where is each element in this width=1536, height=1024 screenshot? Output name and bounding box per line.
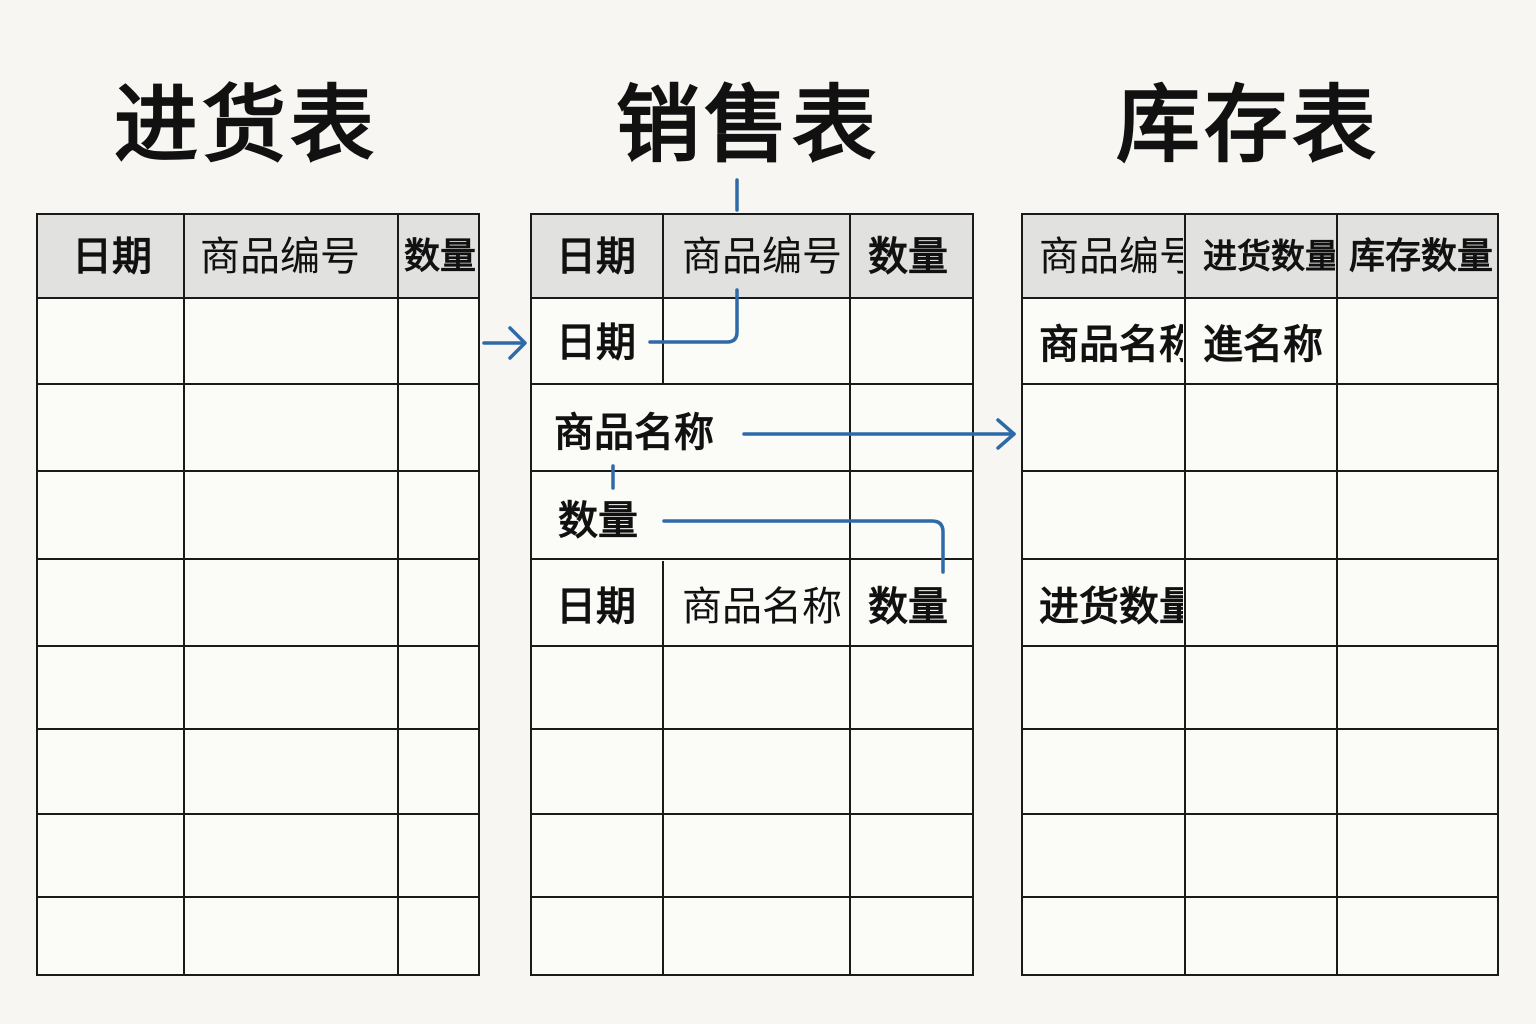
inventory-table: 商品编号 进货数量 库存数量 商品名称 進名称 进货数量 [1021,213,1499,976]
header-row [532,215,972,299]
sales-header-product-id: 商品编号 [682,234,842,280]
inventory-header-purchase-qty: 进货数量 [1203,237,1335,277]
inventory-row4-purchase-qty: 进货数量 [1039,584,1183,630]
purchase-header-product-id: 商品编号 [200,234,360,280]
sales-row-date: 日期 [556,584,636,630]
sales-field-product-name: 商品名称 [554,410,714,456]
sales-table: 日期 商品编号 数量 日期 商品名称 数量 日期 商品名称 数量 [530,213,974,976]
product-name-to-inventory-arrowhead [996,418,1016,450]
sales-field-quantity: 数量 [558,498,638,544]
purchase-header-quantity: 数量 [404,236,477,277]
inventory-row1-product-name: 商品名称 [1039,322,1183,368]
header-row [1023,215,1497,299]
inventory-header-stock-qty: 库存数量 [1349,236,1494,277]
sales-header-quantity: 数量 [868,234,948,280]
purchase-to-sales-arrowhead [508,326,527,360]
sales-row-product-name: 商品名称 [682,584,842,630]
sales-row-quantity: 数量 [868,584,948,630]
inventory-header-product-id: 商品编号 [1039,234,1183,280]
sales-table-title: 销售表 [616,76,881,174]
purchase-table: 日期 商品编号 数量 [36,213,480,976]
sales-header-date: 日期 [556,234,636,280]
purchase-header-date: 日期 [72,234,152,280]
sales-field-date: 日期 [556,320,636,366]
inventory-row1-name: 進名称 [1203,322,1323,368]
inventory-table-title: 库存表 [1116,76,1381,174]
purchase-table-title: 进货表 [114,76,379,174]
header-row [38,215,478,299]
